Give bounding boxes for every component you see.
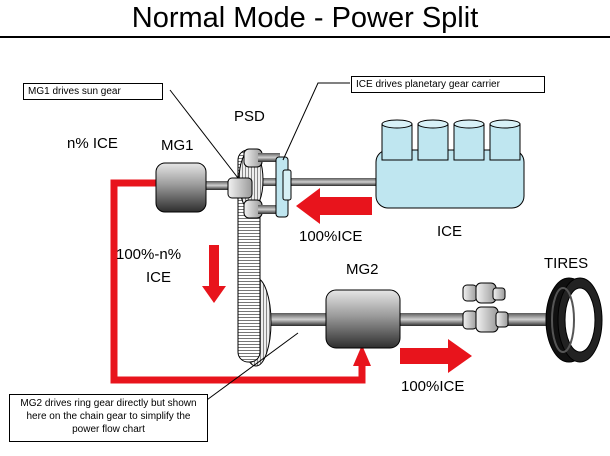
carrier-hub: [282, 169, 292, 201]
label-100-n-line2: ICE: [146, 269, 171, 286]
page-title: Normal Mode - Power Split: [131, 2, 479, 34]
label-mg2: MG2: [346, 261, 379, 278]
label-100-ice-top: 100%ICE: [299, 228, 362, 245]
label-tires: TIRES: [544, 255, 588, 272]
callout-mg1-sun: MG1 drives sun gear: [23, 83, 163, 100]
label-n-ice: n% ICE: [67, 135, 118, 152]
arrow-psd-to-chain: [202, 245, 226, 303]
arrow-ice-to-psd: [296, 188, 372, 224]
final-drive-gears: [462, 282, 509, 333]
ice-cylinder-3: [453, 119, 485, 161]
ice-cylinder-1: [381, 119, 413, 161]
callout-ice-carrier: ICE drives planetary gear carrier: [351, 76, 545, 93]
callout-mg2-ring: MG2 drives ring gear directly but shown …: [9, 394, 208, 442]
leader-mg1-sun: [169, 89, 239, 179]
tire: [545, 277, 603, 363]
ice-cylinder-4: [489, 119, 521, 161]
label-mg1: MG1: [161, 137, 194, 154]
label-psd: PSD: [234, 108, 265, 125]
ice-shaft: [262, 178, 380, 186]
output-shaft: [262, 313, 557, 326]
ice-cylinder-2: [417, 119, 449, 161]
ice-engine: [375, 119, 525, 209]
leader-mg2-ring: [199, 332, 299, 406]
arrow-mg2-to-tires: [400, 339, 472, 373]
title-divider: [0, 36, 610, 38]
carrier-pin-top: [258, 153, 280, 162]
label-100-n-line1: 100%-n%: [116, 246, 181, 263]
label-100-ice-bottom: 100%ICE: [401, 378, 464, 395]
carrier-pin-bottom: [258, 205, 280, 214]
power-flow-line: [110, 179, 366, 384]
mg2-motor: [325, 289, 401, 349]
sun-gear: [227, 177, 253, 199]
label-ice: ICE: [437, 223, 462, 240]
mg1-motor: [155, 162, 207, 213]
power-flow-arrowhead-mg2: [353, 345, 371, 366]
leader-ice-carrier: [282, 82, 350, 161]
mg1-shaft: [204, 181, 240, 190]
